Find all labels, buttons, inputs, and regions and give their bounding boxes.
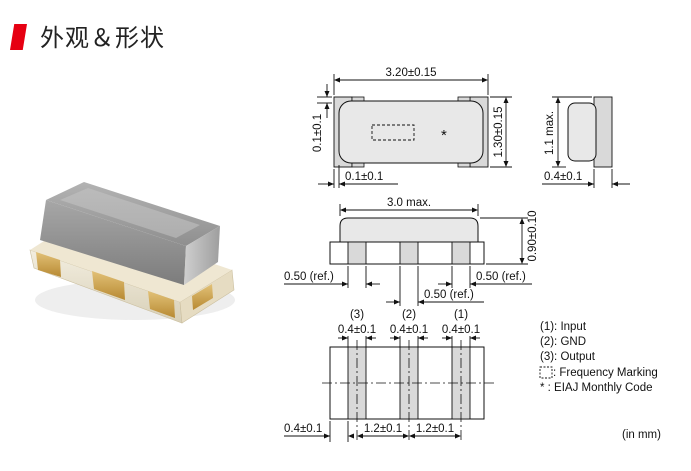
front-ref-center-label: 0.50 (ref.) (424, 289, 474, 301)
top-left-offset-label: 0.1±0.1 (312, 114, 324, 152)
front-ref-right-label: 0.50 (ref.) (476, 271, 526, 283)
legend-output: (3): Output (540, 351, 596, 363)
front-length-label: 3.0 max. (387, 197, 431, 209)
front-ref-left-label: 0.50 (ref.) (284, 271, 334, 283)
edge-dimension-label: 0.4±0.1 (284, 423, 322, 435)
legend-gnd: (2): GND (540, 336, 586, 348)
pitch1-label: 1.2±0.1 (364, 423, 402, 435)
legend-eiaj: * : EIAJ Monthly Code (540, 382, 653, 394)
pin3-label: (3) (350, 309, 364, 321)
bottom-view: (3) (2) (1) 0.4±0.1 0.4±0.1 0.4±0.1 (284, 309, 494, 442)
pitch2-label: 1.2±0.1 (416, 423, 454, 435)
legend: (1): Input (2): GND (3): Output : Freque… (539, 321, 658, 394)
side-width-label: 0.4±0.1 (544, 171, 582, 183)
side-view: 1.1 max. 0.4±0.1 (542, 96, 630, 188)
pin2-label: (2) (402, 309, 416, 321)
top-width-label: 3.20±0.15 (385, 67, 436, 79)
legend-frequency: : Frequency Marking (553, 367, 658, 379)
pin1-width-label: 0.4±0.1 (442, 324, 480, 336)
pin2-width-label: 0.4±0.1 (390, 324, 428, 336)
legend-input: (1): Input (540, 321, 587, 333)
top-bottom-offset-label: 0.1±0.1 (345, 171, 383, 183)
page-title: 外观＆形状 (40, 24, 165, 52)
section-marker-icon (10, 24, 27, 50)
frequency-marking-legend-icon (539, 366, 553, 379)
pin3-width-label: 0.4±0.1 (338, 324, 376, 336)
top-view: * 3.20±0.15 1.30±0.15 0.1±0.1 (312, 67, 512, 188)
units-label: (in mm) (622, 429, 661, 441)
top-height-label: 1.30±0.15 (493, 106, 505, 157)
frequency-marking-box (371, 124, 415, 141)
eiaj-mark: * (441, 127, 447, 144)
component-photo (29, 182, 235, 324)
pin1-label: (1) (454, 309, 468, 321)
front-height-label: 0.90±0.10 (527, 210, 539, 261)
front-view: 3.0 max. 0.90±0.10 0.50 (ref.) 0.50 (re (284, 197, 539, 306)
side-height-label: 1.1 max. (544, 111, 556, 155)
